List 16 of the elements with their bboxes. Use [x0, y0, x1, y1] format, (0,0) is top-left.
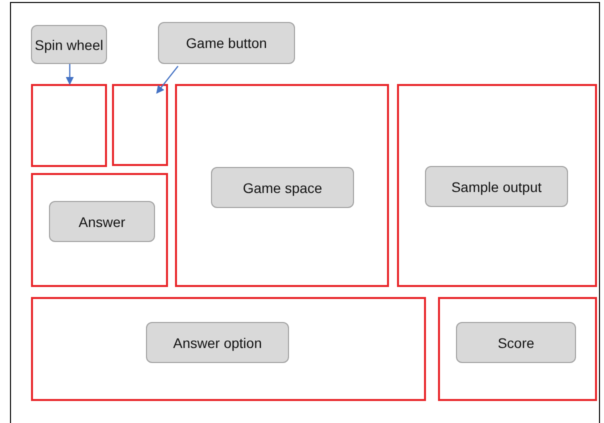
layout-region	[31, 84, 107, 167]
layout-region	[31, 173, 168, 287]
label-box: Answer option	[146, 322, 289, 363]
layout-region	[438, 297, 597, 401]
layout-region	[175, 84, 389, 287]
label-box: Score	[456, 322, 576, 363]
label-box: Sample output	[425, 166, 568, 207]
layout-region	[397, 84, 597, 287]
arrow	[156, 66, 178, 94]
label-box: Game space	[211, 167, 354, 208]
label-box: Answer	[49, 201, 155, 242]
layout-region	[31, 297, 426, 401]
label-box: Spin wheel	[31, 25, 107, 64]
layout-region	[112, 84, 168, 166]
arrow	[66, 64, 74, 85]
label-box: Game button	[158, 22, 295, 64]
